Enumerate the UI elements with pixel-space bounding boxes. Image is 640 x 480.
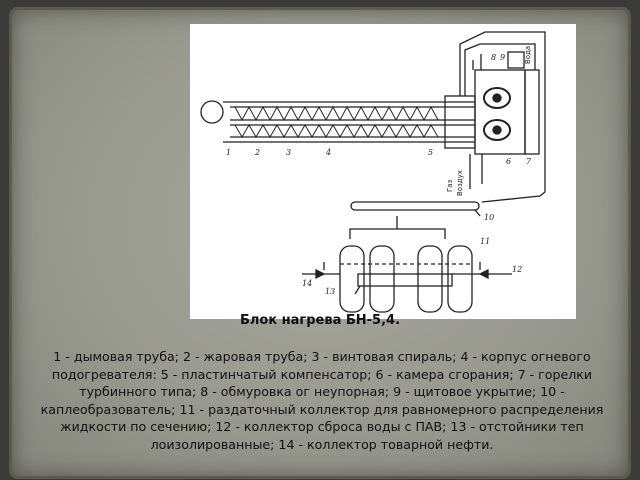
label-8: 8 — [491, 53, 496, 62]
flue-pipe-outlet — [200, 100, 224, 124]
label-14: 14 — [302, 279, 312, 288]
label-3: 3 — [286, 148, 291, 157]
distribution-collector — [349, 228, 446, 239]
figure-legend: 1 - дымовая труба; 2 - жаровая труба; 3 … — [40, 349, 604, 452]
label-4: 4 — [325, 148, 331, 157]
settler-1 — [339, 245, 365, 313]
burner-bottom — [483, 119, 511, 141]
spiral-coil-top — [234, 105, 439, 122]
top-pipe — [459, 31, 546, 197]
figure-title: Блок нагрева БН-5,4. — [239, 313, 401, 328]
heating-block-schematic: 1 2 3 4 5 6 7 8 9 10 11 12 13 14 Газ Воз… — [200, 31, 546, 313]
label-7: 7 — [526, 157, 532, 166]
label-9: 9 — [500, 53, 505, 62]
label-10: 10 — [484, 213, 494, 222]
label-1: 1 — [226, 148, 231, 157]
label-12: 12 — [512, 265, 522, 274]
label-5: 5 — [428, 148, 433, 157]
label-6: 6 — [506, 157, 511, 166]
label-13: 13 — [325, 287, 335, 296]
label-water: Вода — [524, 46, 532, 64]
settler-collector — [357, 273, 453, 287]
settler-2 — [369, 245, 395, 313]
spiral-coil-bottom — [234, 124, 439, 138]
combustion-chamber — [474, 69, 526, 155]
plate-compensator — [444, 95, 476, 149]
label-2: 2 — [254, 148, 260, 157]
slide: 1 2 3 4 5 6 7 8 9 10 11 12 13 14 Газ Воз… — [12, 10, 628, 476]
label-gas: Газ — [446, 179, 454, 192]
schematic-figure: 1 2 3 4 5 6 7 8 9 10 11 12 13 14 Газ Воз… — [190, 24, 576, 319]
burner-top — [483, 87, 511, 109]
droplet-former — [474, 209, 481, 217]
label-11: 11 — [480, 237, 490, 246]
label-air: Воздух — [456, 170, 464, 196]
settler-3 — [417, 245, 443, 313]
settler-4 — [447, 245, 473, 313]
instrument-box — [507, 51, 525, 69]
